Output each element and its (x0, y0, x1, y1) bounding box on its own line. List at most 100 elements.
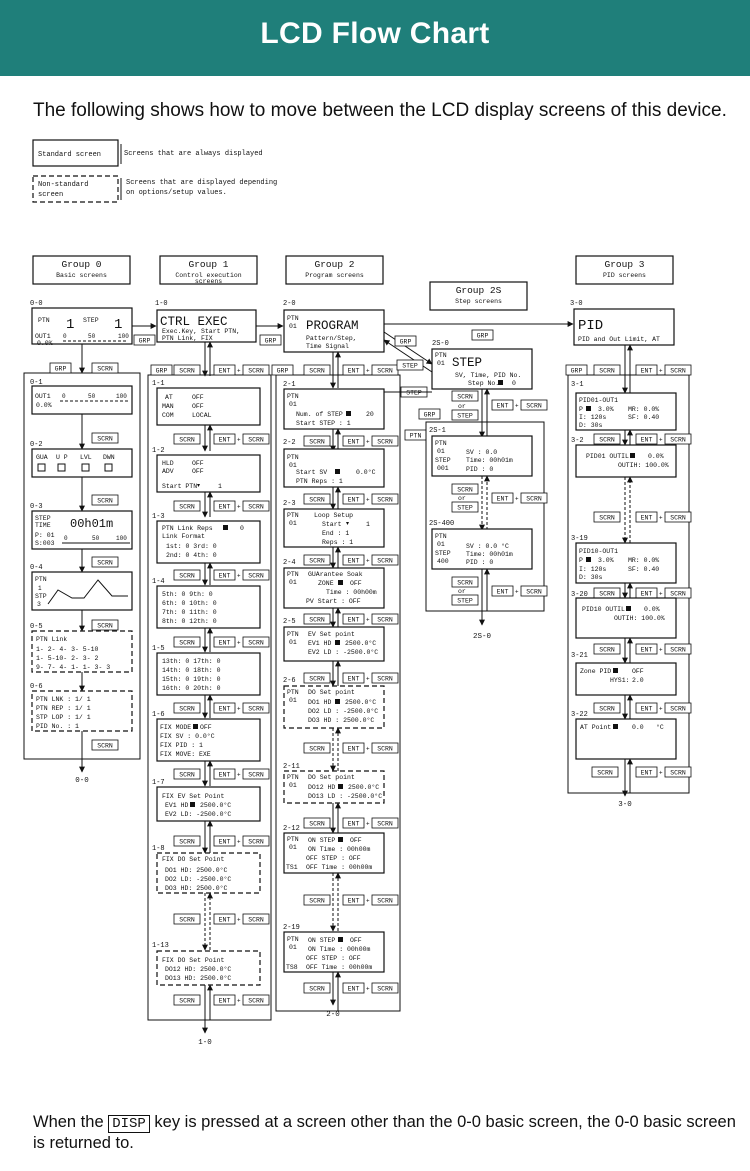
label: 5th: 0 9th: 0 (162, 591, 213, 598)
g2s-grp-key (418, 408, 441, 420)
label: PV Start : OFF (306, 598, 361, 605)
g2-ent-scrn-label: SCRN (377, 368, 393, 375)
g2-scrn-label: SCRN (309, 368, 325, 375)
s17-ent-plus: + (237, 839, 241, 846)
label: PTN Link Reps (162, 525, 213, 532)
screen-id: 1-7 (152, 779, 165, 787)
legend-standard-label: Standard screen (38, 151, 101, 159)
screen-3-0 (573, 308, 675, 346)
label: AT (165, 394, 173, 401)
label: 0.0 (632, 724, 644, 731)
s26-ent-plus: + (366, 746, 370, 753)
label: 16th: 0 20th: 0 (162, 685, 221, 692)
s2s1-ent-ent-label: ENT (497, 496, 509, 503)
g2-grp (271, 364, 294, 376)
legend-nonstd-label2: screen (38, 191, 63, 199)
label: 0.0°C (356, 468, 376, 476)
label: GUArantee Soak (308, 571, 363, 578)
s26-scrn (303, 742, 331, 754)
g2s-or: or (458, 403, 466, 410)
label: 0.0% (648, 453, 664, 460)
s14-ent-ent (213, 636, 236, 648)
s319-ent-ent-label: ENT (641, 591, 653, 598)
screen-id: 2S-1 (429, 427, 446, 435)
s211-ent-scrn (371, 817, 399, 829)
label: Start SV (296, 469, 327, 476)
label: 01 (289, 520, 297, 527)
group-1-header-sub2: screens (195, 278, 222, 285)
label: DO13 LD : -2500.0°C (308, 792, 382, 800)
screen-1-8 (156, 852, 261, 894)
s32-scrn-label: SCRN (599, 515, 615, 522)
s25-ent-scrn-label: SCRN (377, 676, 393, 683)
2s-to-g2 (383, 339, 433, 373)
label: PTN Reps : 1 (296, 478, 343, 485)
s22-ent-ent-label: ENT (348, 497, 360, 504)
s11-scrn-label: SCRN (179, 437, 195, 444)
s18-ent-ent (213, 913, 236, 925)
label: D: 30s (579, 574, 603, 581)
s320-ent-ent (635, 643, 658, 655)
label: FIX DO Set Point (162, 856, 225, 863)
group-2s-header (429, 281, 528, 311)
cursor-icon (586, 557, 591, 562)
label: D: 30s (579, 422, 603, 429)
s21-ent-ent-label: ENT (348, 439, 360, 446)
s219-ent-scrn-label: SCRN (377, 986, 393, 993)
g2s-ent-ent (491, 399, 514, 411)
label: OFF Time : 00h00m (306, 864, 372, 871)
label: ON STEP (308, 837, 335, 844)
label: OUTIH: 100.0% (614, 615, 665, 622)
label: OFF STEP : OFF (306, 855, 361, 862)
g1-g2-grp-label: GRP (265, 338, 277, 345)
s2s400-scrn-label: SCRN (457, 580, 473, 587)
cursor-icon (613, 668, 618, 673)
s2s400-ent-ent (491, 585, 514, 597)
label: EV1 HD (165, 802, 189, 809)
label: 01 (289, 579, 297, 586)
screen-id: 3-1 (571, 381, 584, 389)
s2s400-step (451, 594, 479, 606)
label: 1- 5-10- 2- 3- 2 (36, 655, 99, 662)
g2-ent-ent (342, 364, 365, 376)
s11-ent-ent-label: ENT (219, 437, 231, 444)
s14-ent-ent-label: ENT (219, 640, 231, 647)
group-3-frame (567, 374, 690, 794)
screen-id: 3-20 (571, 591, 588, 599)
s00-pct: 0.0% (37, 340, 53, 347)
s322-ent-ent-label: ENT (641, 770, 653, 777)
s17-ent-scrn-label: SCRN (248, 839, 264, 846)
label: PTN (287, 512, 299, 519)
label: I: 120s (579, 414, 606, 421)
cursor-icon (630, 453, 635, 458)
label: OFF (350, 837, 362, 844)
screen-2-0 (283, 309, 385, 353)
screen-2-4 (283, 567, 385, 609)
label: SV, Time, PID No. (455, 372, 521, 379)
label: 1st: 0 3rd: 0 (166, 543, 217, 550)
s06-scrn-label: SCRN (97, 743, 113, 750)
s00-step-val: 1 (114, 317, 122, 333)
s32-ent-scrn (664, 511, 692, 523)
g1-ent-scrn-label: SCRN (248, 368, 264, 375)
s2s400-ent-scrn (520, 585, 548, 597)
label: 14th: 0 18th: 0 (162, 667, 221, 674)
label: FIX MODE (160, 724, 191, 731)
s12-ent-ent (213, 500, 236, 512)
s16-scrn-label: SCRN (179, 772, 195, 779)
screen-0-0-id: 0-0 (30, 300, 43, 308)
label: OFF Time : 00h00m (306, 964, 372, 971)
s22-ent-scrn-label: SCRN (377, 497, 393, 504)
intro-text: The following shows how to move between … (33, 100, 727, 121)
return-0-0: 0-0 (75, 777, 89, 785)
s11-ent-ent (213, 433, 236, 445)
g1-g2-grp (259, 334, 282, 346)
s2s400-ent-ent-label: ENT (497, 589, 509, 596)
screen-0-5 (31, 630, 133, 673)
s2s1-or: or (458, 495, 466, 502)
g2s-ent-scrn (520, 399, 548, 411)
cursor-icon (190, 802, 195, 807)
label: ON Time : 00h00m (308, 846, 371, 853)
label: PID10-OUT1 (579, 548, 618, 555)
label: 01 (289, 462, 297, 469)
